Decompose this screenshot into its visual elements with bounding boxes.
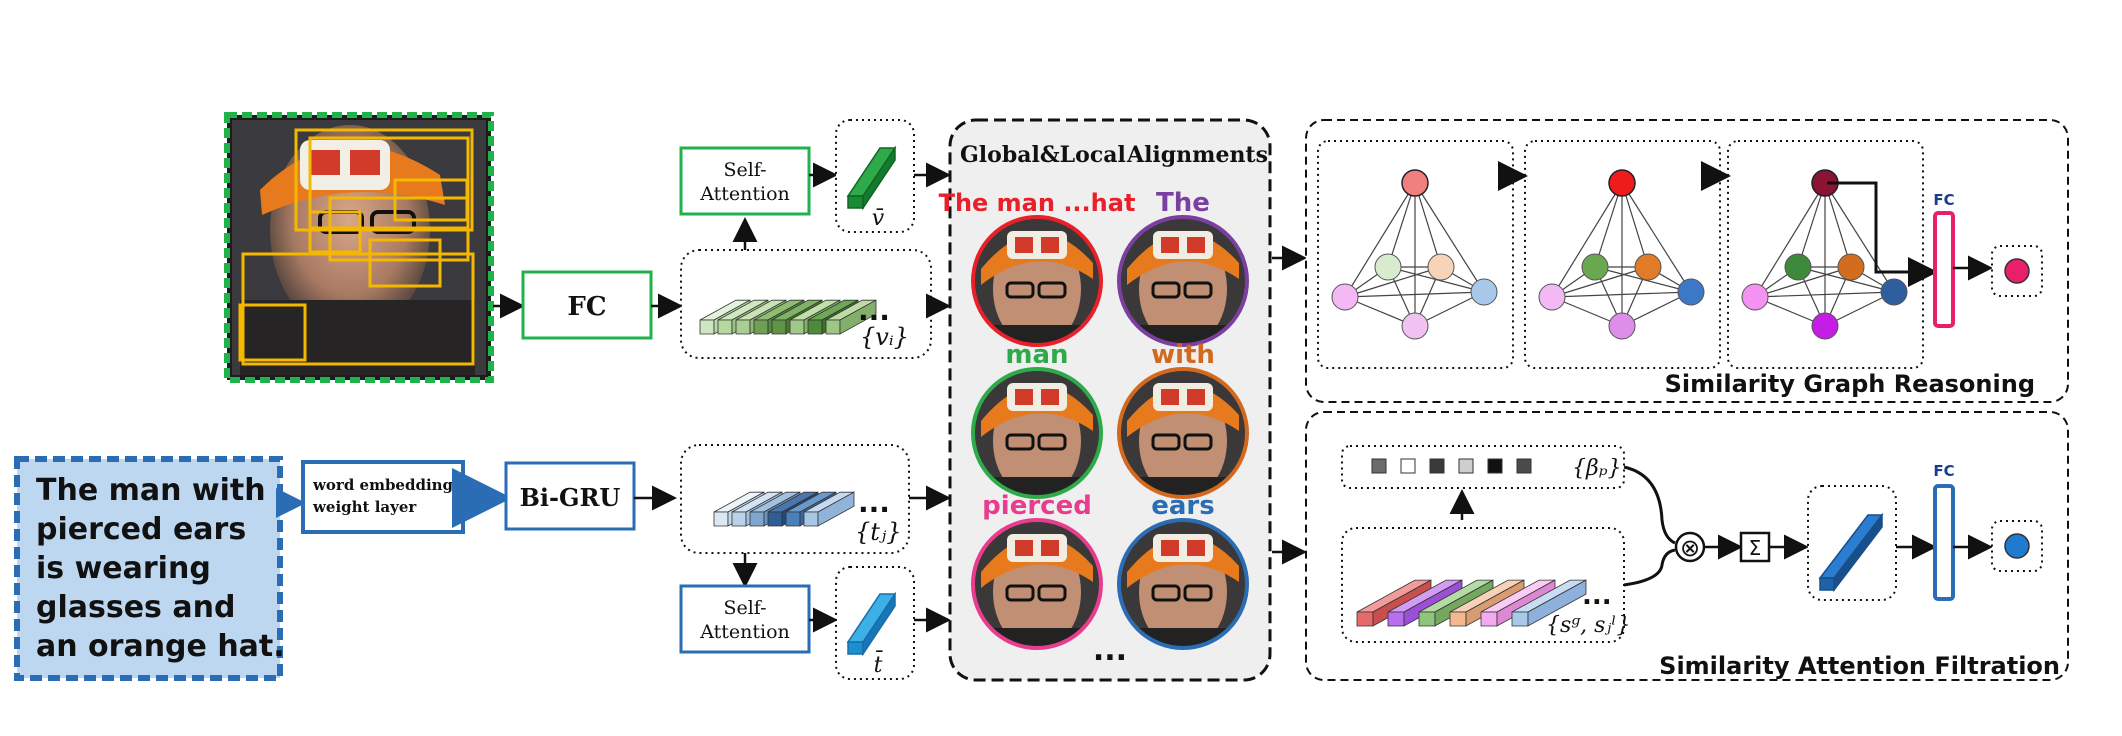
graph-node: [1538, 283, 1566, 311]
bigru-box: [504, 461, 636, 531]
word-embedding-line2: weight layer: [312, 498, 417, 516]
fc-image-label: FC: [567, 292, 606, 322]
alignment-word-label: with: [1151, 340, 1215, 370]
caption-line-5: an orange hat.: [36, 629, 285, 664]
graph-node: [1784, 253, 1812, 281]
similarity-vector-bar: [1418, 579, 1494, 627]
attention-weight-cell: [1516, 458, 1532, 474]
similarity-graph-2: [1538, 169, 1705, 340]
aligned-face-4: with: [1117, 340, 1249, 499]
v-bar-box: v̄: [835, 119, 915, 233]
graph-node: [1401, 169, 1429, 197]
word-feature-bar: [803, 491, 855, 527]
attention-filtration-panel: {βₚ} ... {sᵍ, sⱼˡ} ⊗ Σ FC Similarity Att…: [1305, 411, 2069, 681]
filter-score-node: [2004, 533, 2030, 559]
input-image: [224, 112, 494, 383]
alignment-word-label: The man ...hat: [939, 189, 1136, 217]
graph-node: [1470, 278, 1498, 306]
graph-node: [1331, 283, 1359, 311]
graph-node: [1634, 253, 1662, 281]
attention-weight-cell: [1429, 458, 1445, 474]
graph-node: [1608, 312, 1636, 340]
graph-node: [1837, 253, 1865, 281]
vi-ellipsis: ...: [858, 294, 890, 327]
similarity-vector-bar: [1449, 579, 1525, 627]
fc-graph-label: FC: [1933, 191, 1954, 209]
self-attn-t-line2: Attention: [699, 621, 790, 643]
similarity-vector-bar: [1511, 579, 1587, 627]
attention-weight-cell: [1400, 458, 1416, 474]
alignment-word-label: ears: [1151, 491, 1214, 521]
graph-node: [1741, 283, 1769, 311]
aligned-face-2: The: [1117, 188, 1249, 347]
alignment-word-label: The: [1156, 188, 1210, 218]
graph-node: [1581, 253, 1609, 281]
tj-label: {tⱼ}: [855, 518, 902, 546]
graph-reasoning-panel: FC Similarity Graph Reasoning: [1305, 119, 2069, 403]
region-feature-bar: [825, 299, 877, 335]
alignment-word-label: man: [1005, 340, 1068, 370]
multiply-symbol: ⊗: [1680, 534, 1700, 562]
caption-line-1: The man with: [36, 473, 266, 508]
self-attention-image-box: [679, 146, 811, 216]
fc-graph-bar: [1933, 211, 1955, 328]
arrow-s-mult: [1623, 548, 1676, 587]
graph-node: [1608, 169, 1636, 197]
attention-weight-cell: [1458, 458, 1474, 474]
attention-filtration-title: Similarity Attention Filtration: [1659, 652, 2060, 680]
caption-line-3: is wearing: [36, 551, 211, 586]
s-label: {sᵍ, sⱼˡ}: [1546, 613, 1631, 638]
alignment-word-label: pierced: [982, 491, 1092, 521]
fc-filter-bar: [1933, 484, 1955, 601]
fc-box-image: [521, 270, 653, 340]
attention-weight-cell: [1371, 458, 1387, 474]
caption-box: The man with pierced ears is wearing gla…: [14, 456, 285, 681]
self-attn-v-line1: Self-: [723, 159, 766, 181]
region-feature-box: ... {vᵢ}: [680, 249, 932, 359]
beta-label: {βₚ}: [1572, 456, 1622, 481]
aligned-face-3: man: [971, 340, 1103, 499]
arrow-beta-mult: [1623, 465, 1676, 545]
similarity-vector-bar: [1356, 579, 1432, 627]
graph-node: [1374, 253, 1402, 281]
graph-node: [1880, 278, 1908, 306]
similarity-vector-bar: [1480, 579, 1556, 627]
graph-node: [1811, 312, 1839, 340]
similarity-graph-3: [1741, 169, 1908, 340]
graph-score-node: [2004, 258, 2030, 284]
caption-line-2: pierced ears: [36, 512, 246, 547]
fc-filter-label: FC: [1933, 462, 1954, 480]
graph-node: [1401, 312, 1429, 340]
similarity-vector-bar: [1387, 579, 1463, 627]
word-feature-box: ... {tⱼ}: [680, 444, 910, 554]
alignment-panel: Global&Local Alignments The man ...hat Th…: [939, 118, 1272, 682]
global-local-label: Global&Local: [960, 142, 1126, 168]
word-embedding-box: [301, 460, 465, 534]
attention-weight-cell: [1487, 458, 1503, 474]
graph-node: [1677, 278, 1705, 306]
self-attn-t-line1: Self-: [723, 597, 766, 619]
self-attn-v-line2: Attention: [699, 183, 790, 205]
word-embedding-line1: word embedding: [312, 476, 454, 494]
aligned-face-5: pierced: [971, 491, 1103, 650]
bigru-label: Bi-GRU: [520, 483, 621, 512]
sum-symbol: Σ: [1749, 536, 1762, 560]
alignments-label: Alignments: [1126, 142, 1268, 168]
alignment-ellipsis: ...: [1093, 633, 1127, 668]
v-bar-label: v̄: [872, 206, 885, 231]
graph-node: [1427, 253, 1455, 281]
t-bar-label: t̄: [874, 650, 884, 678]
arrow-graph-fc: [1827, 181, 1938, 287]
graph-reasoning-title: Similarity Graph Reasoning: [1665, 370, 2035, 398]
t-bar-box: t̄: [835, 566, 915, 680]
vi-label: {vᵢ}: [860, 323, 909, 351]
s-ellipsis: ...: [1582, 581, 1612, 611]
similarity-graph-1: [1331, 169, 1498, 340]
caption-line-4: glasses and: [36, 590, 235, 625]
tj-ellipsis: ...: [858, 486, 890, 519]
